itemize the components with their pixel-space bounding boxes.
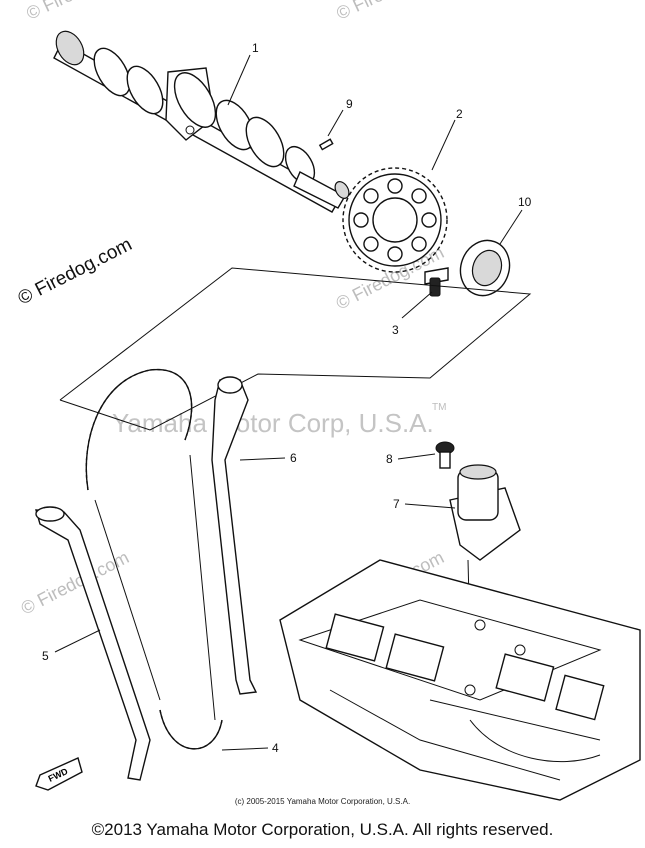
sprocket-bolt	[424, 267, 449, 297]
callout-9: 9	[346, 97, 353, 111]
chain-tensioner	[449, 464, 521, 641]
watermark-firedog-dark: © Firedog.com	[15, 234, 136, 309]
sprocket-hole	[411, 188, 427, 204]
callouts: 1 2 3 4 5 6 7 8 9 10	[42, 41, 532, 755]
tensioner-bolt	[435, 441, 455, 469]
callout-1: 1	[252, 41, 259, 55]
callout-6: 6	[290, 451, 297, 465]
watermark-firedog: © Firedog.com	[333, 0, 449, 24]
footer-copyright: ©2013 Yamaha Motor Corporation, U.S.A. A…	[91, 820, 554, 839]
callout-4: 4	[272, 741, 279, 755]
callout-3: 3	[392, 323, 399, 337]
sprocket-hole	[363, 188, 379, 204]
cam-sprocket	[342, 167, 448, 273]
camshaft	[53, 30, 350, 213]
callout-7: 7	[393, 497, 400, 511]
oil-seal	[459, 239, 511, 297]
small-copyright: (c) 2005-2015 Yamaha Motor Corporation, …	[234, 797, 411, 806]
sprocket-hole	[387, 246, 403, 262]
callout-2: 2	[456, 107, 463, 121]
cylinder-head	[279, 559, 641, 801]
watermark-tm: TM	[432, 402, 446, 413]
sprocket-hole	[421, 212, 437, 228]
sprocket-hole	[353, 212, 369, 228]
sprocket-hole	[363, 236, 379, 252]
fwd-arrow: FWD	[35, 757, 83, 791]
cam-chain	[85, 368, 223, 750]
sprocket-hole	[411, 236, 427, 252]
watermark-firedog: © Firedog.com	[23, 0, 139, 24]
chain-guide-front	[35, 506, 151, 781]
watermark-yamaha: Yamaha Motor Corp, U.S.A.	[112, 408, 434, 438]
chain-guide-rear	[211, 376, 258, 695]
callout-5: 5	[42, 649, 49, 663]
callout-8: 8	[386, 452, 393, 466]
callout-10: 10	[518, 195, 532, 209]
dowel-pin	[318, 138, 334, 151]
sprocket-hole	[387, 178, 403, 194]
